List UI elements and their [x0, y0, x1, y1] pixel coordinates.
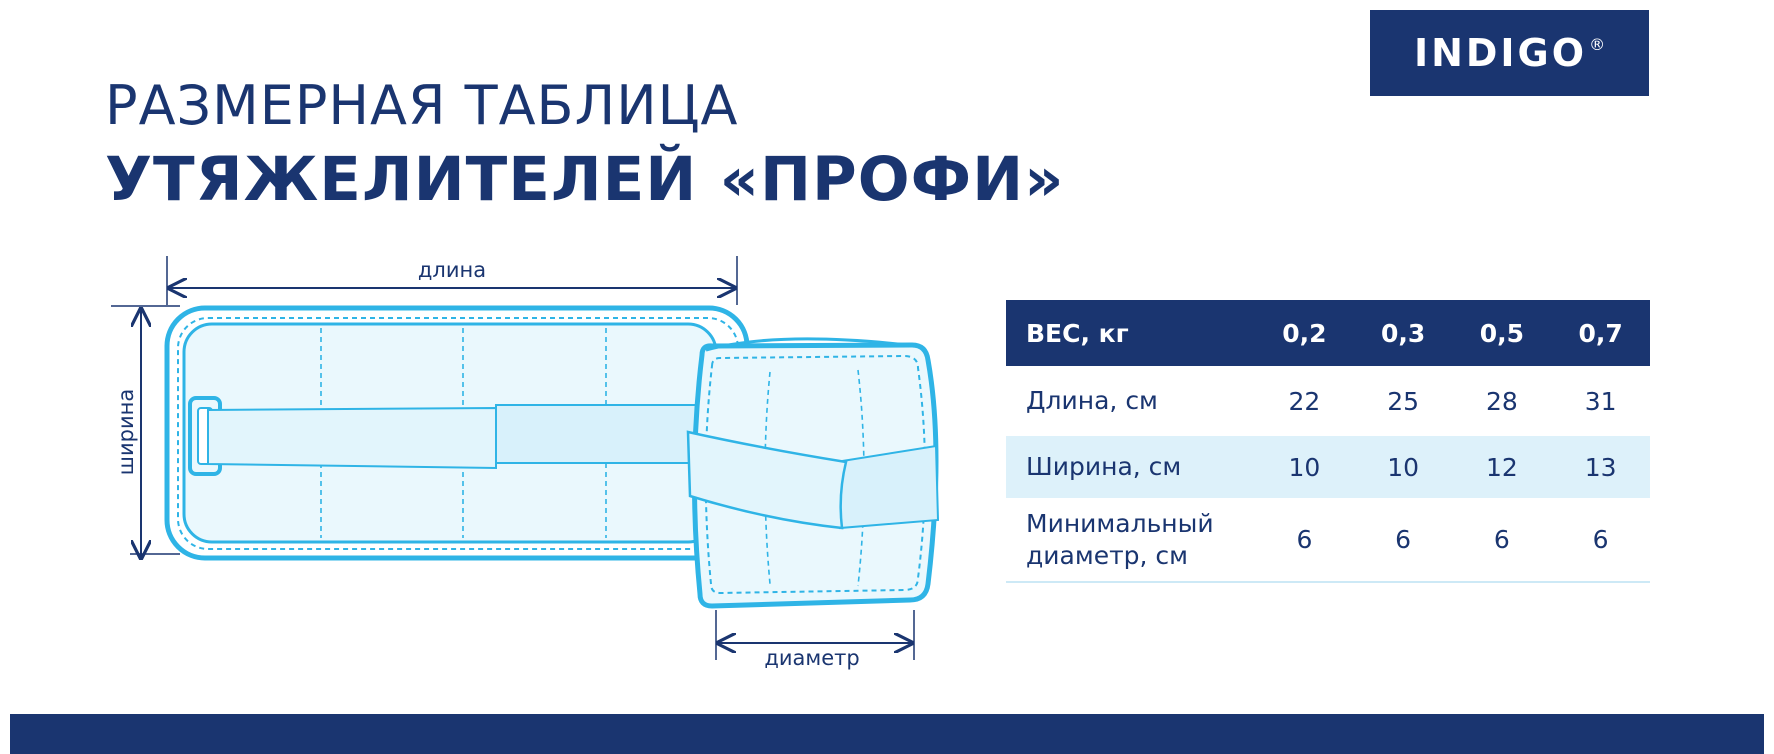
diameter-dimension: диаметр: [715, 610, 915, 670]
width-label: ширина: [114, 389, 138, 475]
table-cell: 10: [1288, 452, 1321, 482]
header-cell: 0,3: [1380, 318, 1426, 348]
row-label-line2: диаметр, см: [1026, 540, 1189, 570]
table-cell: 6: [1395, 525, 1412, 554]
table-cell: 10: [1387, 452, 1420, 482]
header-cell: 0,5: [1479, 318, 1525, 348]
table-cell: 6: [1296, 525, 1313, 554]
row-label: Минимальный диаметр, см: [1006, 498, 1255, 582]
header-cell: 0,7: [1578, 318, 1623, 348]
diameter-label: диаметр: [764, 646, 859, 670]
table-cell: 6: [1493, 525, 1510, 554]
row-label-line1: Минимальный: [1026, 508, 1214, 538]
table-cell: 12: [1485, 452, 1518, 482]
page-title-line2: УТЯЖЕЛИТЕЛЕЙ «ПРОФИ»: [105, 144, 1065, 215]
header-cell: ВЕС, кг: [1026, 318, 1129, 348]
flat-weight-band: [164, 305, 750, 561]
brand-logo: INDIGO ®: [1370, 10, 1649, 96]
size-table: ВЕС, кг 0,2 0,3 0,5 0,7 Длина, см 22 25 …: [1006, 300, 1650, 583]
table-header-row: ВЕС, кг 0,2 0,3 0,5 0,7: [1006, 300, 1650, 366]
rolled-weight-cuff: [686, 337, 940, 609]
row-label: Ширина, см: [1026, 452, 1182, 481]
length-dimension: длина: [166, 256, 738, 305]
table-row: Минимальный диаметр, см 6 6 6 6: [1006, 498, 1650, 582]
registered-mark: ®: [1589, 34, 1606, 54]
table-cell: 25: [1387, 386, 1420, 416]
table-row: Ширина, см 10 10 12 13: [1006, 436, 1650, 498]
brand-logo-text: INDIGO: [1413, 31, 1588, 75]
header-cell: 0,2: [1282, 318, 1327, 348]
page-title-line1: РАЗМЕРНАЯ ТАБЛИЦА: [105, 74, 739, 137]
row-label: Длина, см: [1026, 386, 1158, 415]
table-cell: 31: [1584, 386, 1617, 416]
table-row: Длина, см 22 25 28 31: [1006, 366, 1650, 436]
table-cell: 6: [1592, 525, 1609, 554]
table-cell: 28: [1485, 386, 1518, 416]
footer-bar: [10, 714, 1764, 754]
table-cell: 22: [1288, 386, 1321, 416]
table-cell: 13: [1584, 452, 1617, 482]
width-dimension: ширина: [111, 305, 180, 558]
length-label: длина: [418, 258, 486, 282]
